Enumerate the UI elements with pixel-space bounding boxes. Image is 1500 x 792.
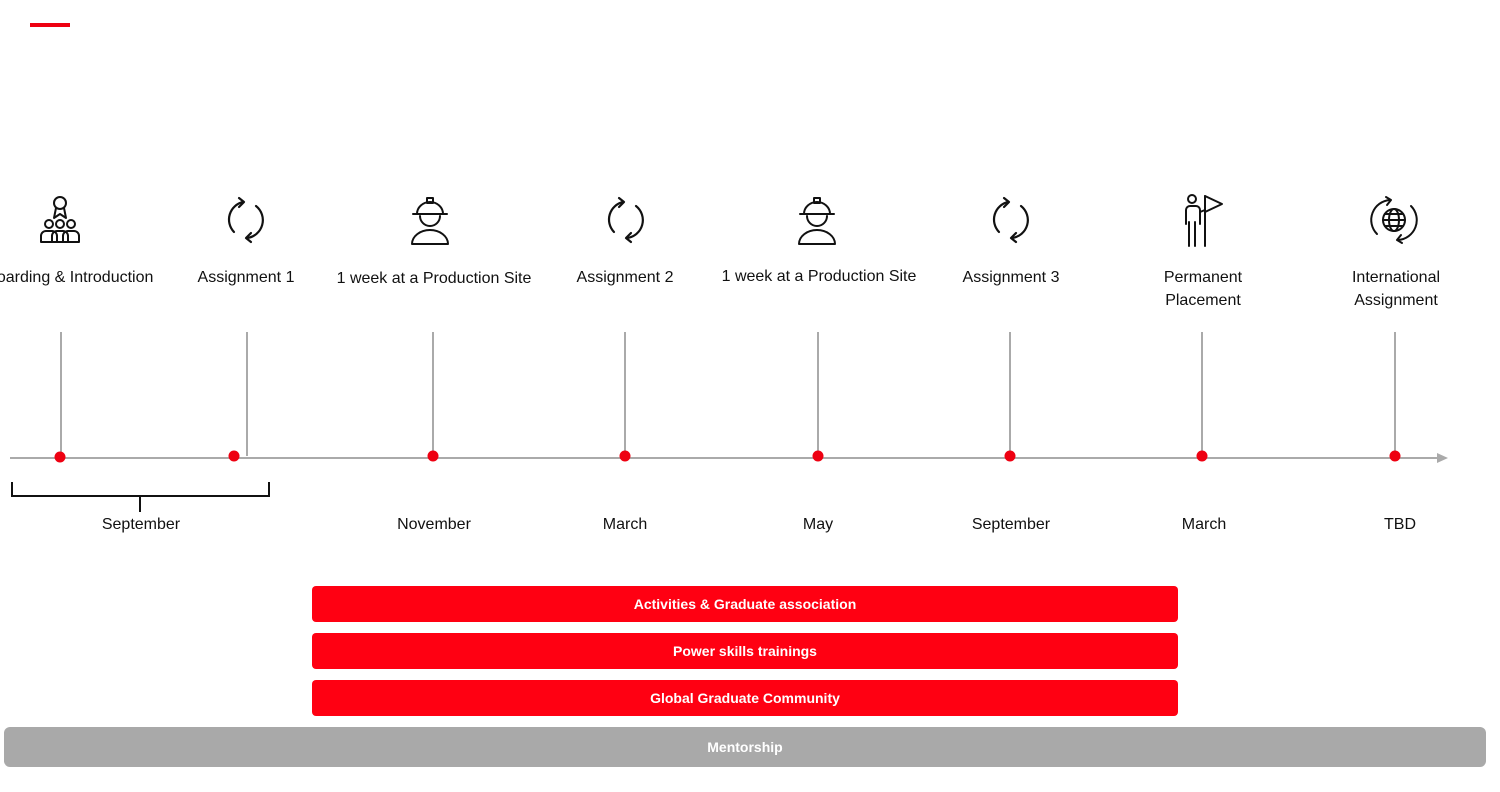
- month-label: March: [1181, 516, 1227, 533]
- hard-hat-worker-icon: [793, 192, 841, 248]
- month-label: November: [397, 516, 471, 533]
- stage-stems: [60, 332, 1396, 456]
- timeline-dot: [427, 450, 439, 462]
- stage-label-assignment-2: Assignment 2: [576, 269, 674, 286]
- timeline-dot: [619, 450, 631, 462]
- person-flag-icon: [1178, 192, 1226, 248]
- team-award-icon: [36, 192, 84, 248]
- timeline-dot: [1004, 450, 1016, 462]
- timeline-dot: [228, 450, 240, 462]
- band-activities-graduate-association: Activities & Graduate association: [312, 586, 1178, 622]
- timeline-dot: [54, 451, 66, 463]
- hard-hat-worker-icon: [406, 192, 454, 248]
- month-label: TBD: [1384, 516, 1416, 533]
- stage-label-onboarding: Onboarding & Introduction: [0, 269, 154, 286]
- band-global-graduate-community: Global Graduate Community: [312, 680, 1178, 716]
- stage-label-international-assignment: International Assignment: [1351, 269, 1441, 309]
- rotate-arrows-icon: [601, 192, 649, 248]
- month-label: September: [101, 516, 181, 533]
- band-mentorship: Mentorship: [4, 727, 1486, 767]
- stage-label-assignment-1: Assignment 1: [197, 269, 295, 286]
- timeline-dots: [54, 450, 1401, 463]
- stage-label-production-site-1: 1 week at a Production Site: [336, 270, 532, 287]
- september-bracket: [11, 482, 270, 512]
- band-power-skills-trainings: Power skills trainings: [312, 633, 1178, 669]
- stage-label-permanent-placement: Permanent Placement: [1163, 269, 1243, 309]
- month-label: March: [602, 516, 648, 533]
- rotate-arrows-icon: [986, 192, 1034, 248]
- stage-label-production-site-2: 1 week at a Production Site: [721, 268, 917, 285]
- stage-label-assignment-3: Assignment 3: [962, 269, 1060, 286]
- globe-rotate-icon: [1370, 192, 1418, 248]
- timeline-dot: [1196, 450, 1208, 462]
- timeline-dot: [812, 450, 824, 462]
- timeline: [10, 332, 1448, 512]
- timeline-arrowhead: [1437, 453, 1448, 463]
- month-label: September: [971, 516, 1051, 533]
- month-label: May: [802, 516, 834, 533]
- rotate-arrows-icon: [221, 192, 269, 248]
- timeline-dot: [1389, 450, 1401, 462]
- accent-bar: [30, 23, 70, 27]
